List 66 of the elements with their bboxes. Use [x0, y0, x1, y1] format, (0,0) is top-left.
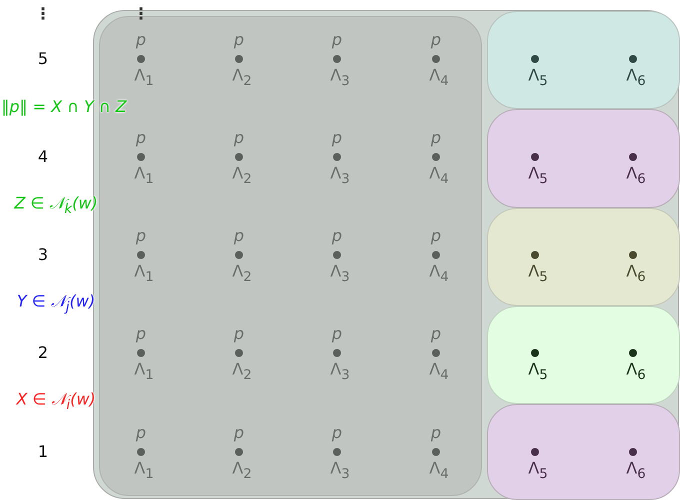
point-label: p	[430, 32, 442, 48]
row-number: 1	[38, 444, 48, 460]
point-label: Λ$_{2}$	[232, 460, 252, 482]
point-label: Λ$_{6}$	[626, 68, 646, 88]
point-label: Λ$_{2}$	[232, 362, 252, 382]
row-number: 5	[38, 51, 48, 67]
point-label: Λ$_{5}$	[528, 264, 548, 284]
point-label: Λ$_{4}$	[429, 362, 449, 382]
point-label: Λ$_{6}$	[626, 460, 646, 482]
point-label: Λ$_{2}$	[232, 68, 252, 88]
point-label: Λ$_{2}$	[232, 264, 252, 284]
point-label: Λ$_{5}$	[528, 362, 548, 382]
point-label: p	[430, 326, 442, 342]
region-box	[487, 109, 680, 208]
point-label: Λ$_{5}$	[528, 460, 548, 482]
point-label: p	[136, 326, 146, 342]
region-box	[487, 404, 680, 500]
point-label: p	[136, 32, 146, 48]
row-number: 3	[38, 247, 48, 263]
point-label: Λ$_{1}$	[134, 362, 154, 382]
point-label: Λ$_{6}$	[626, 264, 646, 284]
point-label: p	[234, 32, 244, 48]
point-label: Λ$_{1}$	[134, 166, 154, 186]
point-label: Λ$_{3}$	[330, 264, 350, 284]
point-label: p	[430, 228, 442, 244]
point-label: Λ$_{3}$	[330, 166, 350, 186]
row-number: 4	[38, 149, 48, 165]
point-label: Λ$_{4}$	[429, 68, 449, 88]
point-label: Λ$_{4}$	[429, 166, 449, 186]
point-label: p	[430, 425, 442, 441]
region-box	[487, 208, 680, 306]
region-box	[487, 306, 680, 404]
point-label: Λ$_{2}$	[232, 166, 252, 186]
ellipsis-mark: ⋮	[35, 6, 51, 22]
point-label: Λ$_{5}$	[528, 166, 548, 186]
point-label: p	[234, 228, 244, 244]
point-label: Λ$_{6}$	[626, 362, 646, 382]
formula-label: Z ∈ 𝒩$_{k}$(w)	[14, 196, 98, 216]
formula-label: ‖p‖ = X ∩ Y ∩ Z	[1, 99, 127, 115]
point-label: p	[332, 228, 342, 244]
point-label: Λ$_{1}$	[134, 68, 154, 88]
formula-label: X ∈ 𝒩$_{i}$(w)	[16, 392, 96, 412]
point-label: Λ$_{6}$	[626, 166, 646, 186]
point-label: Λ$_{1}$	[134, 264, 154, 284]
point-label: Λ$_{1}$	[134, 460, 154, 482]
point-label: p	[234, 425, 244, 441]
point-label: p	[234, 326, 244, 342]
point-label: p	[332, 425, 342, 441]
formula-label: Y ∈ 𝒩$_{j}$(w)	[16, 294, 96, 314]
point-label: p	[234, 130, 244, 146]
row-number: 2	[38, 345, 48, 361]
point-label: p	[332, 326, 342, 342]
point-label: p	[136, 425, 146, 441]
region-box	[487, 11, 680, 109]
point-label: p	[136, 228, 146, 244]
point-label: p	[430, 130, 442, 146]
point-label: p	[332, 130, 342, 146]
point-label: p	[332, 32, 342, 48]
point-label: Λ$_{4}$	[429, 264, 449, 284]
point-label: Λ$_{4}$	[429, 460, 449, 482]
point-label: Λ$_{3}$	[330, 460, 350, 482]
point-label: Λ$_{3}$	[330, 68, 350, 88]
point-label: Λ$_{5}$	[528, 68, 548, 88]
ellipsis-mark: ⋮	[133, 6, 149, 22]
point-label: Λ$_{3}$	[330, 362, 350, 382]
point-label: p	[136, 130, 146, 146]
